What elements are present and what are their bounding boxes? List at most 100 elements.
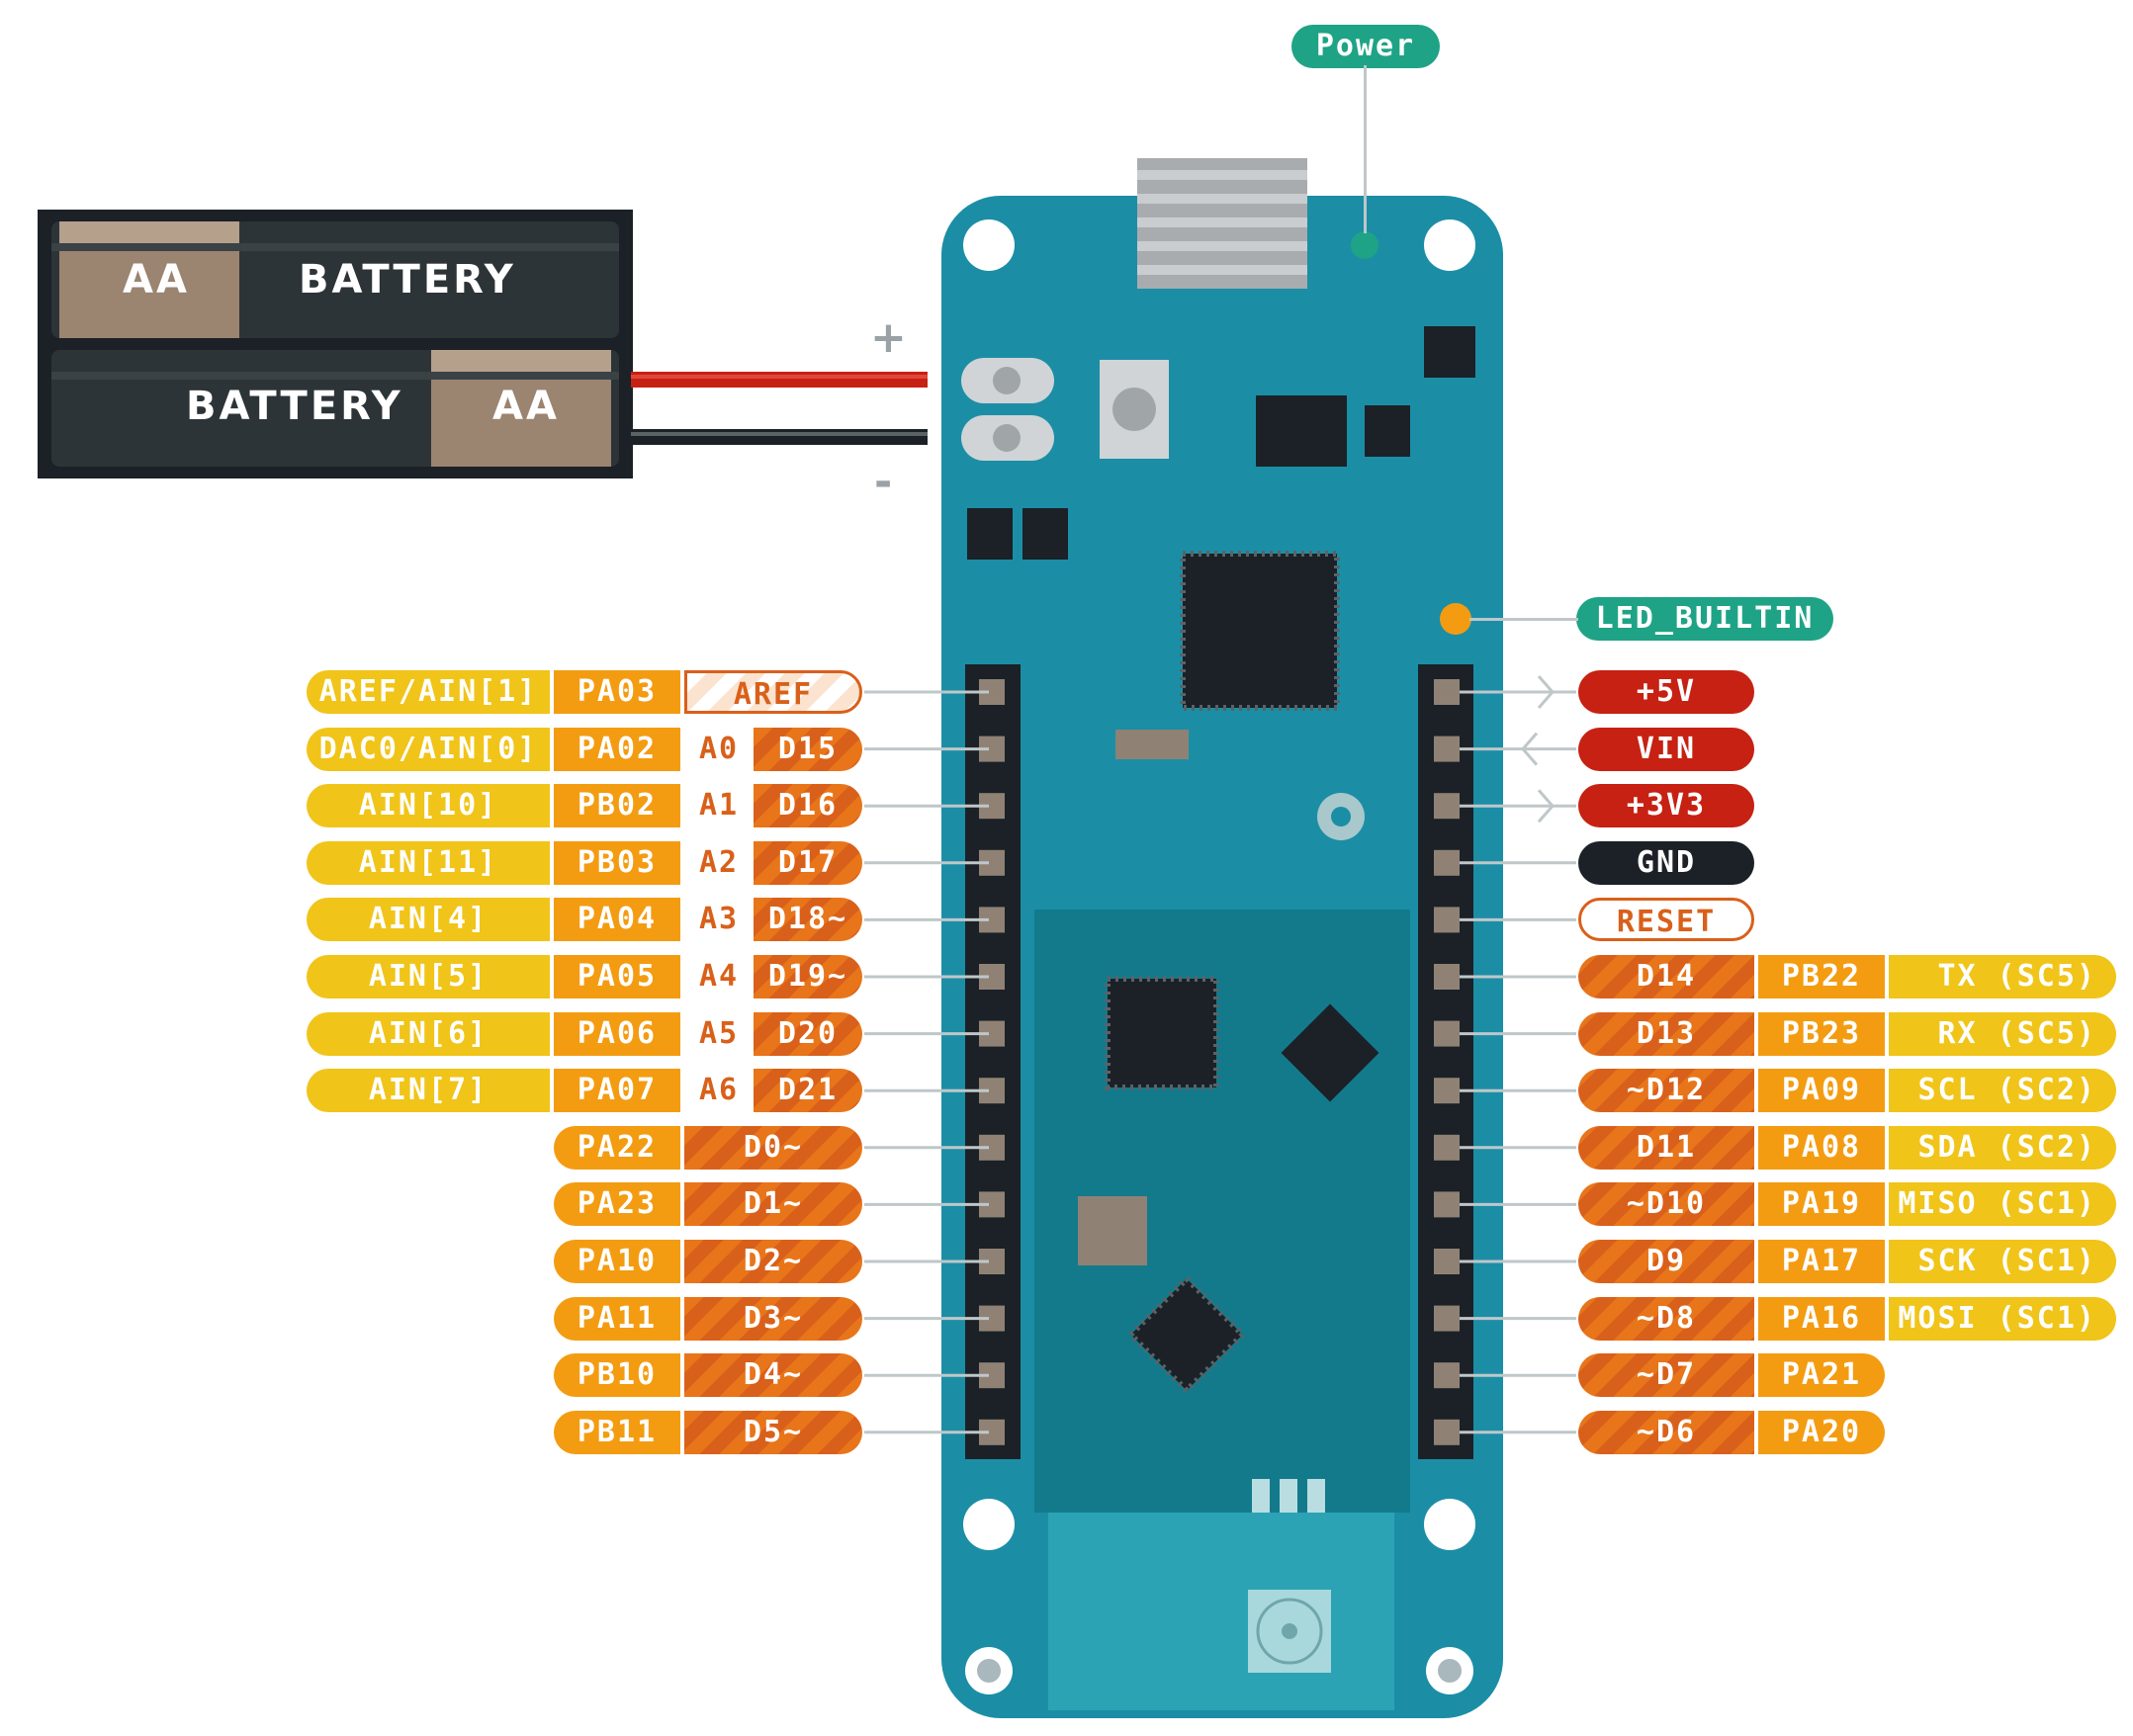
port-pin-label: PA16 — [1758, 1296, 1885, 1341]
right-header-pin — [1434, 1249, 1460, 1274]
led-builtin-label: LED_BUILTIN — [1576, 597, 1833, 641]
power-pin-row: RESET — [0, 898, 2133, 942]
digital-pin-label: D17 — [754, 840, 862, 885]
battery-holder — [38, 210, 633, 478]
digital-pin-label: D15 — [754, 727, 862, 771]
analog-pin-label: A3 — [684, 898, 754, 942]
analog-function-label: AIN[10] — [307, 784, 550, 828]
serial-function-label: SCL (SC2) — [1889, 1069, 2116, 1113]
serial-function-label: TX (SC5) — [1889, 955, 2116, 998]
digital-pin-label: D3~ — [684, 1296, 862, 1341]
module-chip — [1105, 976, 1219, 1090]
digital-pin-label: ~D10 — [1578, 1182, 1754, 1227]
port-pin-label: PA17 — [1758, 1240, 1885, 1283]
battery-connector — [961, 358, 1054, 461]
power-label: Power — [1291, 25, 1440, 68]
port-pin-label: PB03 — [554, 840, 680, 885]
battery-bottom-aa-label: AA — [492, 384, 560, 429]
power-pin-label: +5V — [1578, 670, 1754, 714]
port-pin-label: PA05 — [554, 955, 680, 998]
power-pin-label: +3V3 — [1578, 784, 1754, 828]
serial-function-label: SDA (SC2) — [1889, 1125, 2116, 1170]
digital-pin-label: D5~ — [684, 1410, 862, 1454]
power-pin-row: +5V — [0, 670, 2133, 714]
digital-pin-label: D18~ — [754, 898, 862, 942]
power-pin-label: VIN — [1578, 727, 1754, 771]
battery-minus-sign: - — [874, 457, 896, 507]
serial-function-label: SCK (SC1) — [1889, 1240, 2116, 1283]
right-header-pin — [1434, 1362, 1460, 1389]
port-pin-label: PA09 — [1758, 1069, 1885, 1113]
right-header-pin — [1434, 793, 1460, 820]
right-header-pin — [1434, 1305, 1460, 1332]
port-pin-label: PA04 — [554, 898, 680, 942]
digital-pin-label: D21 — [754, 1069, 862, 1113]
digital-pin-label: D20 — [754, 1011, 862, 1056]
battery-plus-sign: + — [870, 312, 910, 363]
right-header-pin — [1434, 1134, 1460, 1161]
right-header-pin — [1434, 736, 1460, 762]
builtin-led — [1440, 603, 1471, 635]
port-pin-label: PB02 — [554, 784, 680, 828]
digital-pin-label: D14 — [1578, 955, 1754, 998]
analog-pin-label: A6 — [684, 1069, 754, 1113]
port-pin-label: PB10 — [554, 1353, 680, 1398]
right-header-pin — [1434, 849, 1460, 876]
port-pin-label: PB11 — [554, 1410, 680, 1454]
digital-pin-label: D13 — [1578, 1011, 1754, 1056]
main-mcu-chip — [1180, 551, 1340, 711]
analog-function-label: AIN[11] — [307, 840, 550, 885]
port-pin-label: PA07 — [554, 1069, 680, 1113]
port-pin-label: PA11 — [554, 1296, 680, 1341]
analog-pin-label: A2 — [684, 840, 754, 885]
analog-function-label: AIN[5] — [307, 955, 550, 998]
right-header-pin — [1434, 1078, 1460, 1104]
serial-function-label: RX (SC5) — [1889, 1011, 2116, 1056]
direction-arrow-icon — [1537, 789, 1555, 824]
right-header-pin — [1434, 679, 1460, 705]
port-pin-label: PA23 — [554, 1182, 680, 1227]
digital-pin-label: D19~ — [754, 955, 862, 998]
analog-pin-label: A1 — [684, 784, 754, 828]
analog-function-label: AREF/AIN[1] — [307, 670, 550, 714]
port-pin-label: PA21 — [1758, 1353, 1885, 1398]
right-header-pin — [1434, 964, 1460, 990]
power-pin-row: GND — [0, 840, 2133, 885]
digital-pin-label: D2~ — [684, 1240, 862, 1283]
analog-function-label: AIN[6] — [307, 1011, 550, 1056]
right-header-pin — [1434, 1020, 1460, 1047]
port-pin-label: PA03 — [554, 670, 680, 714]
serial-function-label: MISO (SC1) — [1889, 1182, 2116, 1227]
battery-bottom-body-label: BATTERY — [186, 384, 403, 429]
port-pin-label: PA22 — [554, 1125, 680, 1170]
port-pin-label: PA08 — [1758, 1125, 1885, 1170]
direction-arrow-icon — [1521, 732, 1539, 766]
port-pin-label: PA10 — [554, 1240, 680, 1283]
direction-arrow-icon — [1537, 675, 1555, 709]
digital-pin-label: ~D8 — [1578, 1296, 1754, 1341]
port-pin-label: PB22 — [1758, 955, 1885, 998]
digital-pin-label: ~D6 — [1578, 1410, 1754, 1454]
aref-pin-label: AREF — [684, 670, 862, 714]
port-pin-label: PA19 — [1758, 1182, 1885, 1227]
analog-function-label: AIN[7] — [307, 1069, 550, 1113]
analog-function-label: AIN[4] — [307, 898, 550, 942]
